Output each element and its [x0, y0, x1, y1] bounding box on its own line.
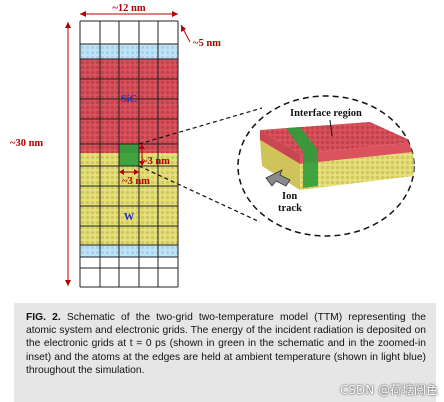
ion-track-cell: [119, 144, 139, 166]
width-label: ~12 nm: [112, 3, 145, 14]
width-dimension: ~12 nm: [80, 3, 178, 17]
ion-track-arrow-icon: [265, 169, 291, 187]
w-layer: [80, 153, 178, 245]
ion-track-label-1: Ion: [282, 191, 297, 202]
vacuum-top-layer: [80, 21, 178, 44]
zoom-inset: Interface region Ion track: [237, 95, 415, 237]
watermark: CSDN @荷塘阅色: [339, 383, 438, 397]
ion-track-label-2: track: [278, 203, 302, 214]
cell-dimensions: ~3 nm ~3 nm: [119, 144, 170, 187]
height-dimension: ~30 nm: [6, 22, 71, 286]
cell-height-label: ~3 nm: [142, 156, 170, 167]
top-layer-label: ~5 nm: [193, 38, 221, 49]
edge-blue-top: [80, 44, 178, 59]
inset-sic-left: [260, 130, 300, 164]
interface-label: Interface region: [290, 108, 362, 119]
ttm-schematic: ~12 nm: [6, 3, 415, 288]
cell-width-label: ~3 nm: [122, 176, 150, 187]
sic-label: SiC: [121, 94, 137, 105]
inset-w-left: [260, 140, 300, 190]
inset-ion-track: [286, 127, 318, 188]
caption-text: Schematic of the two-grid two-temperatur…: [26, 312, 426, 376]
w-label: W: [124, 212, 135, 223]
figure-caption: FIG. 2. Schematic of the two-grid two-te…: [14, 303, 436, 402]
vacuum-bottom-layer: [80, 257, 178, 287]
height-label: ~30 nm: [10, 138, 43, 149]
top-layer-dimension: ~5 nm: [180, 24, 221, 49]
edge-blue-bottom: [80, 245, 178, 257]
grid-column: SiC W: [79, 20, 179, 288]
inset-sic-front: [300, 142, 414, 164]
inset-w-front: [300, 152, 414, 190]
grid-lines: [79, 20, 179, 288]
caption-figure-number: FIG. 2.: [26, 312, 61, 323]
zoom-lines: [138, 107, 263, 223]
sic-layer: [80, 59, 178, 153]
